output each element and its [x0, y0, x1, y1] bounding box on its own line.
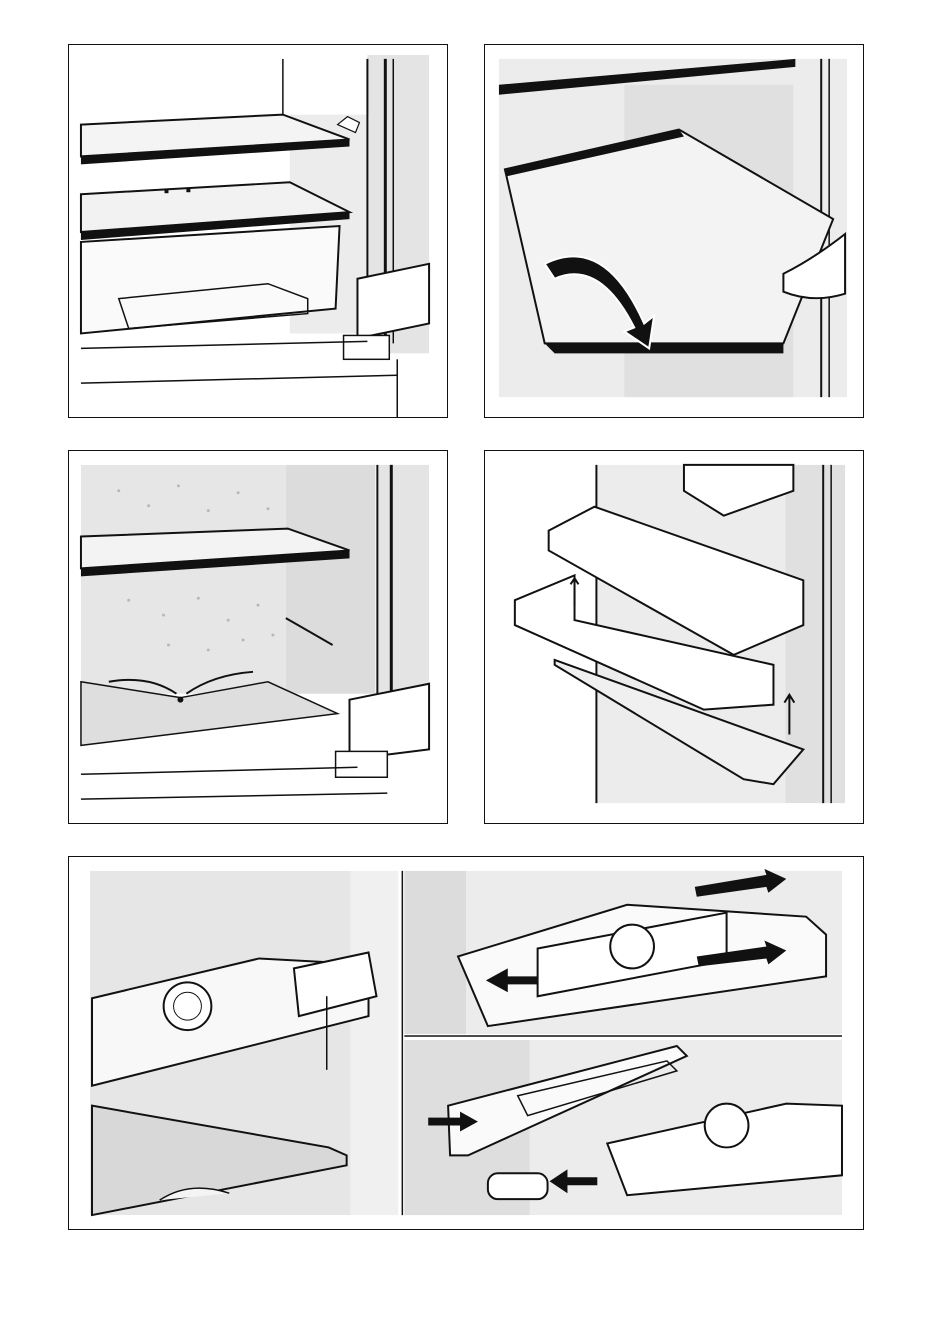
filter-cartridge-icon: [488, 1173, 548, 1199]
door-shelf-drawing: [485, 451, 863, 823]
air-filter-drawing: [69, 857, 863, 1229]
shelf-removal-drawing: [69, 45, 447, 417]
illustration-door-shelf-lift: [484, 450, 864, 824]
illustration-defrost-drain: [68, 450, 448, 824]
filter-disassembly-view: [404, 869, 842, 1034]
illustration-shelf-removal: [68, 44, 448, 418]
filter-dial-icon: [610, 925, 654, 969]
filter-dial-icon: [705, 1104, 749, 1148]
filter-installed-view: [90, 871, 398, 1215]
filter-dial-icon: [164, 982, 212, 1030]
filter-replacement-view: [404, 1040, 842, 1215]
glass-shelf-drawing: [485, 45, 863, 417]
illustration-air-filter-replacement: [68, 856, 864, 1230]
defrost-drain-drawing: [69, 451, 447, 823]
illustration-glass-shelf-tilt: [484, 44, 864, 418]
